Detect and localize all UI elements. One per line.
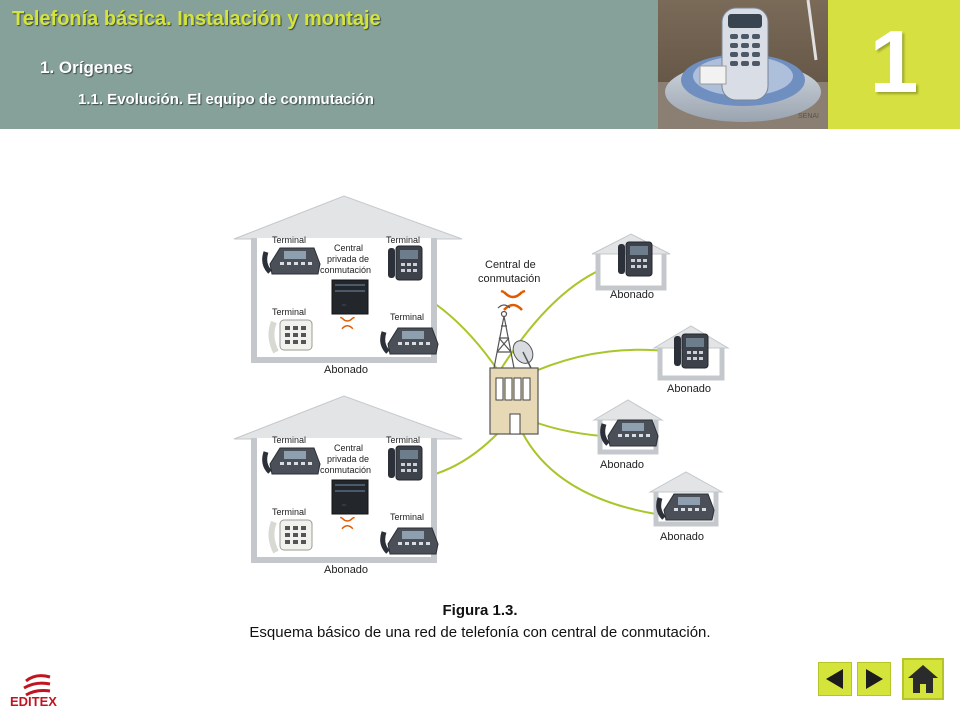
desk-phone-icon (617, 241, 653, 277)
home-icon (908, 665, 938, 693)
satellite-dish-icon (512, 340, 534, 369)
header-banner: Telefonía básica. Instalación y montaje … (0, 0, 658, 129)
pbx-label: Central (334, 243, 363, 253)
figure-caption-title: Figura 1.3. (442, 602, 518, 619)
subscriber-house-4: Abonado (648, 471, 724, 543)
arrow-right-icon (866, 669, 883, 689)
arrow-left-icon (826, 669, 843, 689)
network-diagram: :::: Terminal Terminal Terminal Terminal… (233, 195, 730, 576)
chapter-badge: 1 (828, 0, 960, 129)
desk-phone-icon (673, 333, 709, 369)
central-label: conmutación (478, 273, 540, 285)
previous-slide-button[interactable] (818, 662, 852, 696)
antenna-tower-icon (493, 304, 515, 369)
subscriber-label: Abonado (324, 564, 368, 576)
home-button[interactable] (902, 658, 944, 700)
central-label: Central de (485, 259, 536, 271)
subscriber-label: Abonado (324, 364, 368, 376)
terminal-label: Terminal (390, 312, 424, 322)
pbx-switch-icon (331, 479, 369, 515)
pbx-switch-icon (331, 279, 369, 315)
pbx-label: conmutación (320, 465, 371, 475)
terminal-label: Terminal (386, 235, 420, 245)
terminal-label: Terminal (272, 507, 306, 517)
switch-symbol-icon (499, 289, 527, 312)
pbx-label: privada de (327, 454, 369, 464)
figure-caption-text: Esquema básico de una red de telefonía c… (249, 624, 711, 641)
terminal-label: Terminal (390, 512, 424, 522)
editex-logo-icon (23, 674, 51, 697)
editex-logo: EDITEX (10, 694, 57, 709)
subscriber-house-3: Abonado (592, 399, 664, 471)
subscriber-label: Abonado (660, 531, 704, 543)
subscriber-label: Abonado (667, 383, 711, 395)
central-exchange: Central de conmutación (478, 259, 540, 435)
pbx-label: conmutación (320, 265, 371, 275)
house-1: Terminal Terminal Terminal Terminal Cent… (233, 195, 463, 376)
pbx-label: Central (334, 443, 363, 453)
terminal-label: Terminal (386, 435, 420, 445)
desk-phone-icon (387, 445, 423, 481)
subsection-heading: 1.1. Evolución. El equipo de conmutación (78, 91, 374, 108)
terminal-label: Terminal (272, 235, 306, 245)
subscriber-label: Abonado (610, 289, 654, 301)
subscriber-label: Abonado (600, 459, 644, 471)
page-title: Telefonía básica. Instalación y montaje (12, 8, 381, 30)
section-heading: 1. Orígenes (40, 58, 133, 77)
subscriber-house-1: Abonado (591, 233, 671, 301)
house-2: Terminal Terminal Terminal Terminal Cent… (233, 395, 463, 576)
phone-brand-label: SENAI (798, 113, 819, 120)
subscriber-house-2: Abonado (652, 325, 730, 395)
cordless-phone-photo: SENAI (658, 0, 828, 129)
terminal-label: Terminal (272, 435, 306, 445)
terminal-label: Terminal (272, 307, 306, 317)
pbx-label: privada de (327, 254, 369, 264)
desk-phone-icon (387, 245, 423, 281)
next-slide-button[interactable] (857, 662, 891, 696)
chapter-number: 1 (869, 12, 919, 111)
